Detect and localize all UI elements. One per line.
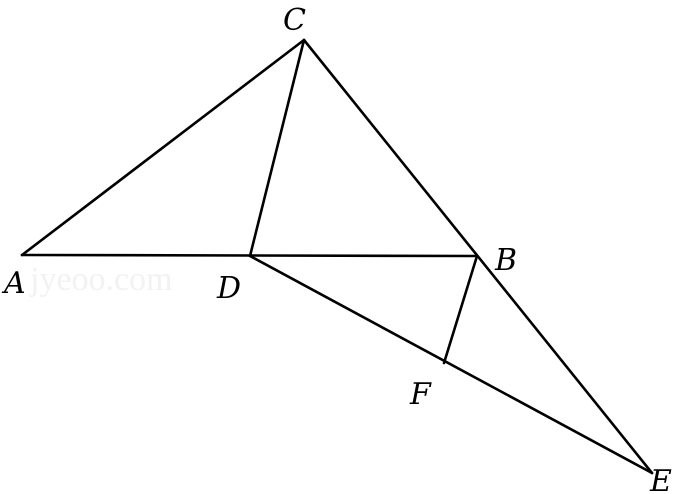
segment-ac	[20, 38, 306, 257]
label-f: F	[409, 377, 432, 412]
segment-de	[248, 254, 654, 475]
label-a: A	[1, 266, 26, 301]
segment-cd	[248, 38, 306, 258]
label-b: B	[494, 243, 517, 278]
segment-bf	[442, 254, 479, 365]
label-d: D	[216, 271, 241, 306]
label-e: E	[649, 464, 672, 494]
watermark: jyeoo.com	[29, 261, 173, 298]
label-c: C	[283, 3, 306, 38]
